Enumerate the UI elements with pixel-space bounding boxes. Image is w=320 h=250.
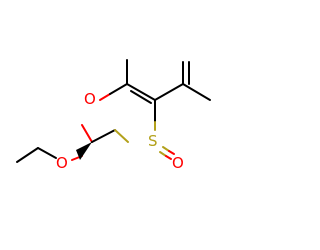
bond-c2-c3-inner (130, 90, 152, 104)
sulfur-label: S (148, 132, 158, 150)
ring-oxygen-label: O (84, 90, 96, 108)
bond-ring-o-c2-dark (109, 83, 128, 95)
bond-ethyl-ch2-o (37, 147, 57, 159)
bond-acetyl-c-ch3 (182, 83, 211, 101)
bond-s-o-b (165, 155, 172, 160)
bond-s-o-b2 (168, 150, 175, 155)
sulfoxide-oxygen-label: O (172, 154, 184, 172)
bond-s-o-a2 (162, 146, 170, 152)
bond-c2-c3 (126, 83, 156, 101)
bond-c5-s (114, 129, 129, 143)
bond-c3-acetyl-c (154, 83, 184, 101)
bond-s-o-a (159, 151, 167, 157)
chemical-structure-diagram: O O S O (16, 59, 211, 172)
bond-ring-o-c2 (99, 93, 111, 101)
ethoxy-oxygen-label: O (56, 154, 68, 172)
bond-c6-ring-o (81, 124, 93, 143)
stereo-wedge (76, 142, 92, 160)
bond-ethyl-ch3-ch2 (16, 147, 39, 163)
bond-c6-c5 (91, 129, 116, 143)
